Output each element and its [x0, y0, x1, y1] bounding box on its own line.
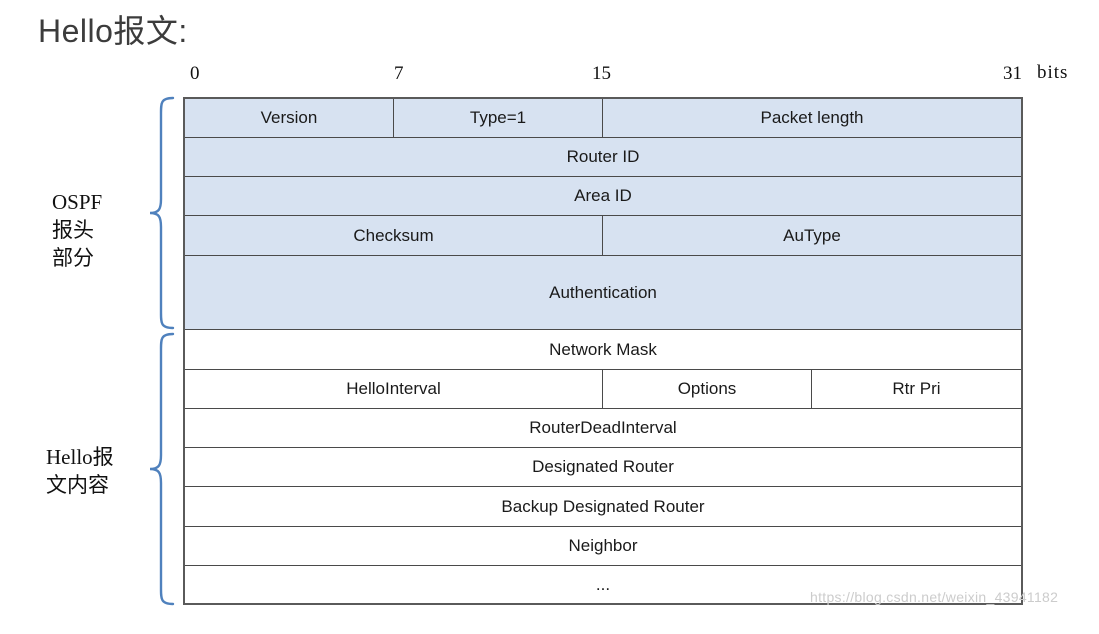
table-row: Designated Router — [185, 448, 1021, 487]
body-section-label-line: 文内容 — [46, 473, 109, 497]
csdn-watermark: https://blog.csdn.net/weixin_43941182 — [810, 589, 1059, 605]
table-row: Authentication — [185, 256, 1021, 330]
field-hello-interval: HelloInterval — [185, 370, 603, 408]
field-router-dead-interval: RouterDeadInterval — [529, 418, 677, 437]
table-row: Neighbor — [185, 527, 1021, 566]
body-section-label-line: Hello报 — [46, 445, 114, 469]
field-ellipsis: ... — [595, 574, 611, 594]
table-row: Version Type=1 Packet length — [185, 99, 1021, 138]
page-title: Hello报文: — [38, 13, 188, 49]
bit-tick-31: 31 — [1003, 63, 1022, 84]
field-designated-router: Designated Router — [532, 457, 674, 476]
bit-tick-0: 0 — [190, 63, 200, 84]
header-section-label-line: 报头 — [52, 218, 94, 242]
field-checksum: Checksum — [185, 216, 603, 255]
field-area-id: Area ID — [574, 186, 632, 205]
field-packet-length: Packet length — [760, 108, 864, 127]
table-row: Network Mask — [185, 330, 1021, 370]
header-section-label: OSPF 报头 部分 — [52, 188, 102, 272]
table-row: ... — [185, 566, 1021, 603]
header-section-label-line: 部分 — [52, 246, 94, 270]
body-section-label: Hello报 文内容 — [46, 443, 114, 499]
field-network-mask: Network Mask — [549, 339, 657, 359]
bit-tick-7: 7 — [394, 63, 404, 84]
field-router-id: Router ID — [566, 147, 640, 166]
ospf-hello-packet-diagram: Version Type=1 Packet length Router ID A… — [183, 97, 1023, 605]
curly-brace-icon — [149, 332, 175, 606]
field-authentication: Authentication — [549, 282, 657, 302]
table-row: Area ID — [185, 177, 1021, 216]
field-autype: AuType — [783, 225, 841, 245]
header-section-brace — [147, 96, 177, 330]
curly-brace-icon — [149, 96, 175, 330]
table-row: Router ID — [185, 138, 1021, 177]
field-version: Version — [185, 99, 394, 137]
bit-unit-label: bits — [1037, 62, 1069, 83]
field-options: Options — [603, 370, 812, 408]
body-section-brace — [147, 332, 177, 606]
bit-tick-15: 15 — [592, 63, 611, 84]
table-row: Backup Designated Router — [185, 487, 1021, 527]
field-backup-designated-router: Backup Designated Router — [501, 496, 705, 516]
field-rtr-pri: Rtr Pri — [892, 379, 941, 398]
table-row: HelloInterval Options Rtr Pri — [185, 370, 1021, 409]
header-section-label-line: OSPF — [52, 190, 103, 214]
table-row: Checksum AuType — [185, 216, 1021, 256]
field-type: Type=1 — [394, 99, 603, 137]
table-row: RouterDeadInterval — [185, 409, 1021, 448]
field-neighbor: Neighbor — [568, 536, 638, 555]
